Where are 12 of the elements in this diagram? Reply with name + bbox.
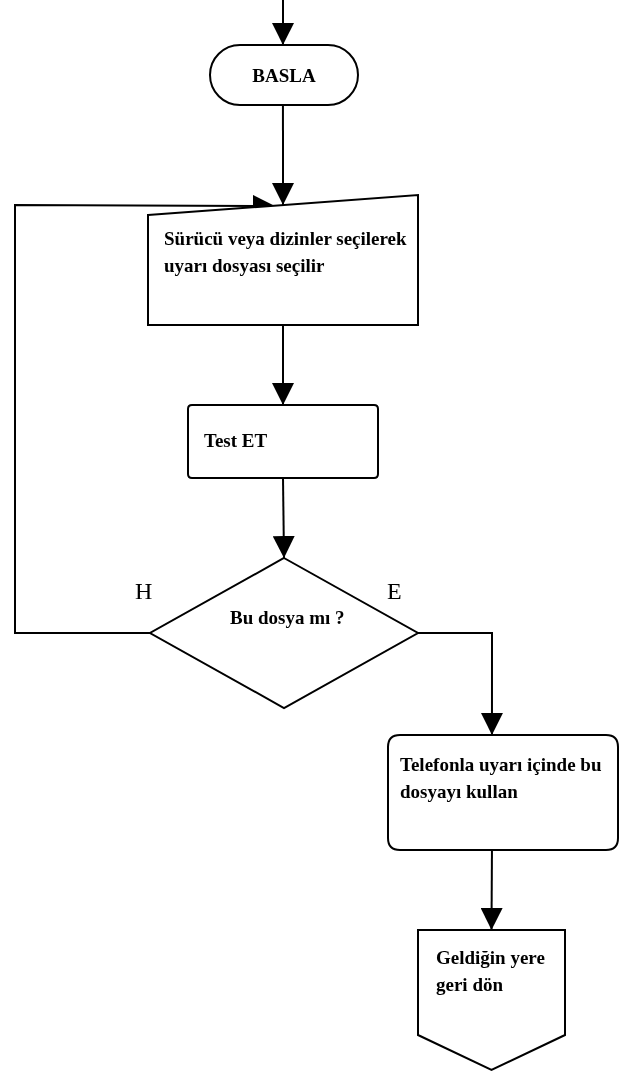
arrow <box>272 324 294 406</box>
arrow <box>480 849 503 931</box>
node-text: Geldiğin yere geri dön <box>436 946 546 997</box>
arrow <box>272 477 295 559</box>
node-text: Bu dosya mı ? <box>230 606 346 630</box>
node-text: Telefonla uyarı içinde bu dosyayı kullan <box>400 753 603 804</box>
node-text: BASLA <box>251 63 317 88</box>
arrow <box>417 632 503 736</box>
arrow <box>272 104 294 206</box>
arrow <box>272 0 294 46</box>
node-text: Test ET <box>204 429 269 453</box>
node-text: Sürücü veya dizinler seçilerek uyarı dosyası seçilir <box>164 227 408 278</box>
